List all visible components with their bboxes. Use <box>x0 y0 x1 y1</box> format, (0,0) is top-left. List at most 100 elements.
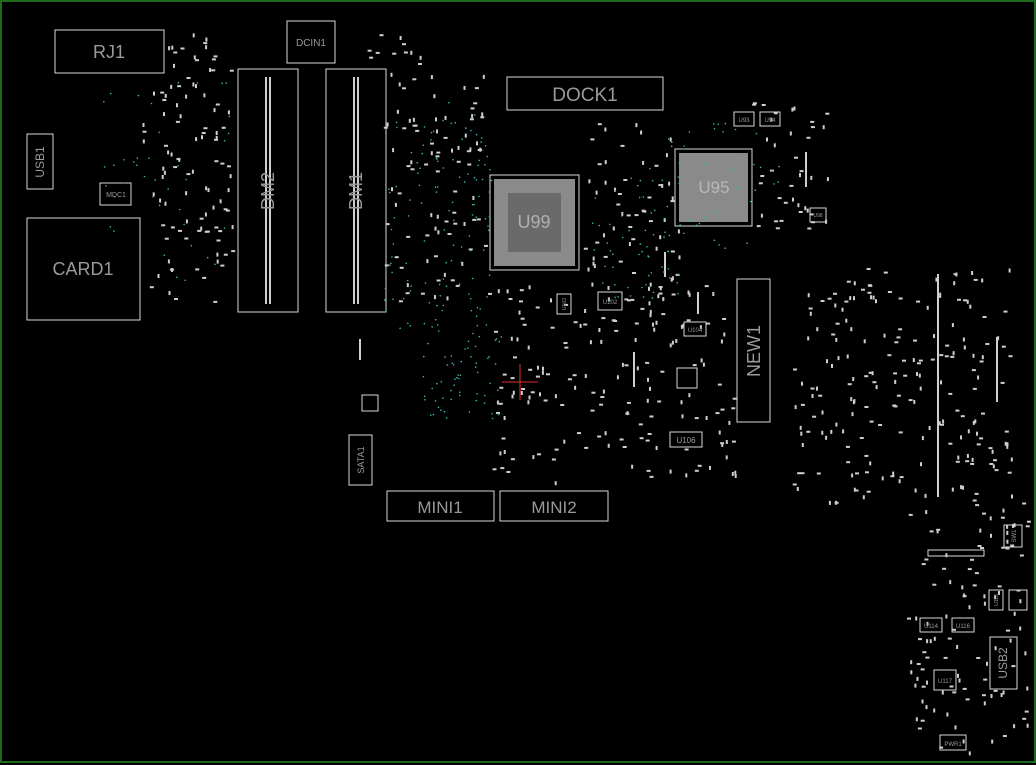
smd-pad <box>697 464 702 467</box>
via <box>645 284 647 286</box>
smd-pad <box>584 309 587 313</box>
via <box>473 176 476 179</box>
smd-pad <box>634 338 637 342</box>
smd-pad <box>435 170 440 173</box>
smd-pad <box>948 392 953 395</box>
via <box>468 235 471 237</box>
smd-pad <box>392 52 397 55</box>
smd-pad <box>883 333 886 338</box>
smd-pad <box>472 218 477 221</box>
via <box>711 182 713 185</box>
via <box>471 204 474 206</box>
smd-pad <box>551 458 556 461</box>
via <box>591 222 594 224</box>
smd-pad <box>1012 524 1014 528</box>
via <box>407 215 410 217</box>
smd-pad <box>949 580 952 585</box>
smd-pad <box>942 419 945 424</box>
smd-pad <box>170 226 175 229</box>
via <box>614 189 617 192</box>
via <box>451 362 454 365</box>
smd-pad <box>192 82 195 87</box>
via <box>491 417 494 420</box>
smd-pad <box>620 144 625 147</box>
smd-pad <box>723 332 726 337</box>
via <box>443 410 446 413</box>
u117-outline <box>933 669 957 691</box>
via <box>440 409 442 412</box>
smd-pad <box>670 277 673 282</box>
smd-pad <box>752 103 757 106</box>
via <box>184 279 186 282</box>
smd-pad <box>554 394 557 399</box>
via <box>406 279 409 282</box>
card1-label: CARD1 <box>52 259 113 279</box>
smd-pad <box>648 286 650 291</box>
smd-pad <box>469 118 474 121</box>
via <box>652 233 655 236</box>
smd-pad <box>621 212 624 216</box>
smd-pad <box>907 617 911 620</box>
via <box>461 138 464 140</box>
via <box>450 259 453 262</box>
via <box>441 309 444 312</box>
smd-pad <box>688 292 691 297</box>
smd-pad <box>869 420 874 423</box>
smd-pad <box>195 84 197 89</box>
smd-pad <box>178 157 181 162</box>
smd-pad <box>229 69 234 72</box>
u104-label: U104 <box>688 328 703 334</box>
mini2-outline <box>499 490 609 522</box>
smd-pad <box>652 322 654 327</box>
smd-pad <box>671 276 674 281</box>
via <box>183 223 185 226</box>
smd-pad <box>811 394 814 398</box>
smd-pad <box>758 182 763 185</box>
smd-pad <box>1025 525 1030 528</box>
smd-pad <box>412 117 415 122</box>
smd-pad <box>985 343 990 345</box>
via <box>773 183 775 185</box>
smd-pad <box>789 131 792 136</box>
via <box>175 276 178 279</box>
dcin1-outline <box>286 20 336 64</box>
smd-pad <box>917 362 921 365</box>
smd-pad <box>809 213 814 216</box>
smd-pad <box>600 396 605 398</box>
smd-pad <box>865 471 869 474</box>
u95-outline <box>674 148 753 227</box>
smd-pad <box>994 469 999 472</box>
smd-pad <box>956 645 959 649</box>
smd-pad <box>921 436 924 441</box>
via <box>494 339 497 341</box>
smd-pad <box>591 391 596 394</box>
via <box>464 348 466 350</box>
smd-pad <box>718 430 721 435</box>
smd-pad <box>398 82 401 87</box>
via <box>630 177 632 180</box>
smd-pad <box>434 226 437 231</box>
smd-pad <box>981 278 984 283</box>
smd-pad <box>178 229 182 232</box>
smd-pad <box>1003 310 1008 313</box>
via <box>452 244 455 246</box>
smd-pad <box>473 102 478 105</box>
smd-pad <box>623 179 628 181</box>
smd-pad <box>991 449 994 454</box>
smd-pad <box>671 196 674 201</box>
u104-outline <box>683 321 707 337</box>
dm1-label: DM1 <box>346 172 366 210</box>
smd-pad <box>425 234 430 237</box>
smd-pad <box>731 472 734 476</box>
via <box>436 158 438 160</box>
smd-pad <box>881 476 884 481</box>
smd-pad <box>1019 599 1022 604</box>
smd-pad <box>588 179 591 184</box>
via <box>706 155 709 157</box>
smd-pad <box>1004 430 1009 433</box>
via <box>228 115 231 118</box>
via <box>223 140 226 142</box>
via <box>152 196 154 198</box>
smd-pad <box>983 601 986 606</box>
via <box>424 282 427 284</box>
